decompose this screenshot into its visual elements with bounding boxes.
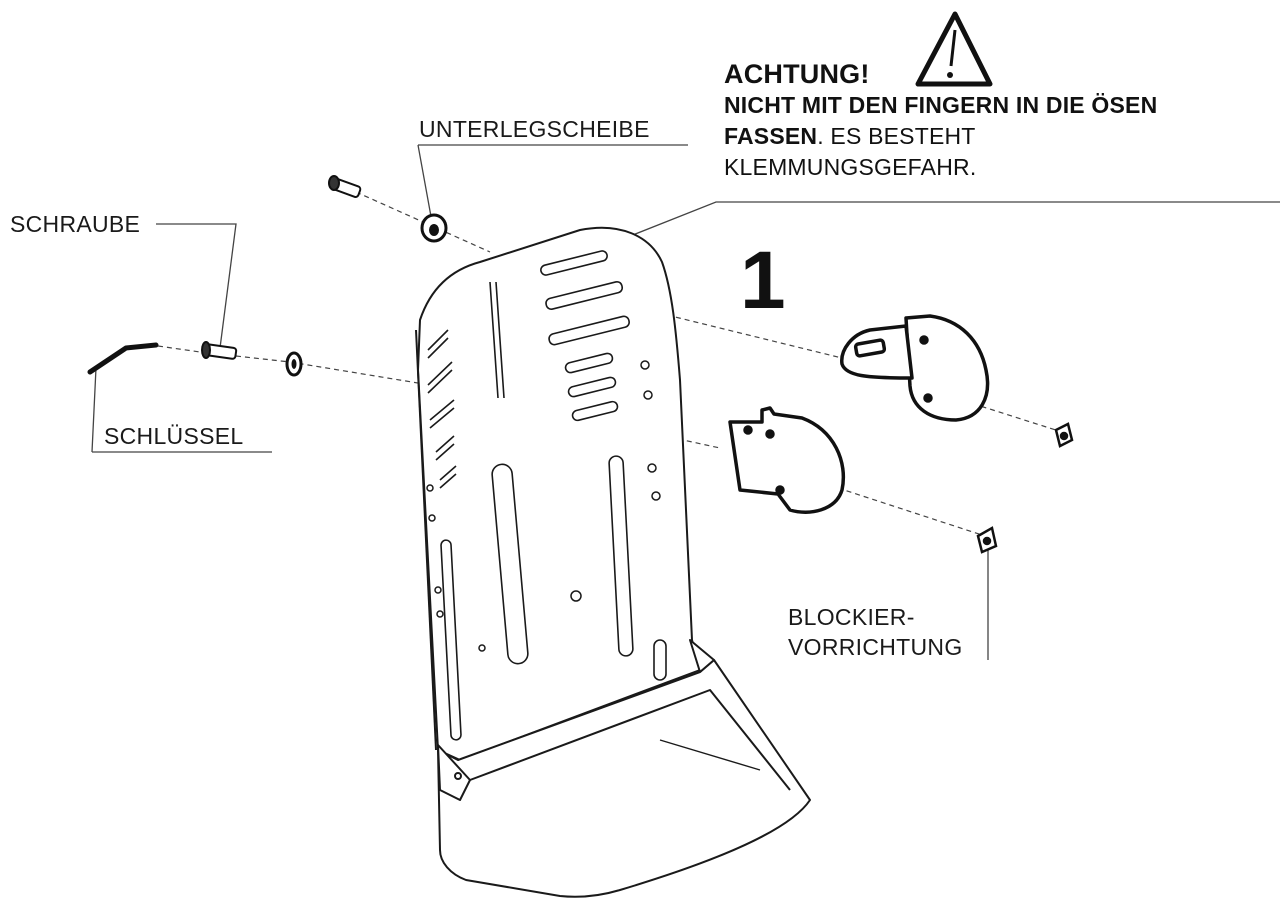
leader-screw [156, 223, 237, 349]
step-number: 1 [740, 235, 786, 326]
label-screw: SCHRAUBE [10, 211, 141, 237]
top-screw-icon [328, 175, 362, 198]
label-key: SCHLÜSSEL [104, 423, 244, 449]
leader-lines [91, 144, 1280, 660]
warning-block: ACHTUNG! NICHT MIT DEN FINGERN IN DIE ÖS… [724, 58, 1284, 183]
seat-base [437, 639, 811, 898]
washer-icon [285, 351, 303, 377]
lock-knob-lower-icon [976, 526, 998, 554]
warning-rest-line-2: . ES BESTEHT [817, 123, 976, 149]
seat-backrest [415, 226, 701, 761]
lock-knob-upper-icon [1054, 422, 1074, 448]
lower-side-bracket [728, 406, 845, 514]
label-lock-line2: VORRICHTUNG [788, 634, 963, 660]
upper-side-bracket [840, 314, 990, 422]
screw-icon [201, 341, 238, 360]
warning-triangle-icon [915, 11, 993, 87]
top-washer-icon [420, 213, 448, 243]
warning-line-3: KLEMMUNGSGEFAHR. [724, 154, 977, 180]
leader-warning [599, 201, 1280, 249]
warning-bold-line: NICHT MIT DEN FINGERN IN DIE ÖSEN [724, 92, 1158, 118]
key-icon [87, 342, 159, 375]
leader-key [91, 367, 272, 453]
label-lock-line1: BLOCKIER- [788, 604, 915, 630]
label-washer: UNTERLEGSCHEIBE [419, 116, 650, 142]
leader-washer [417, 144, 688, 223]
warning-line-2: FASSEN. ES BESTEHT [724, 121, 1284, 152]
warning-title: ACHTUNG! [724, 59, 870, 89]
warning-bold-word: FASSEN [724, 123, 818, 149]
